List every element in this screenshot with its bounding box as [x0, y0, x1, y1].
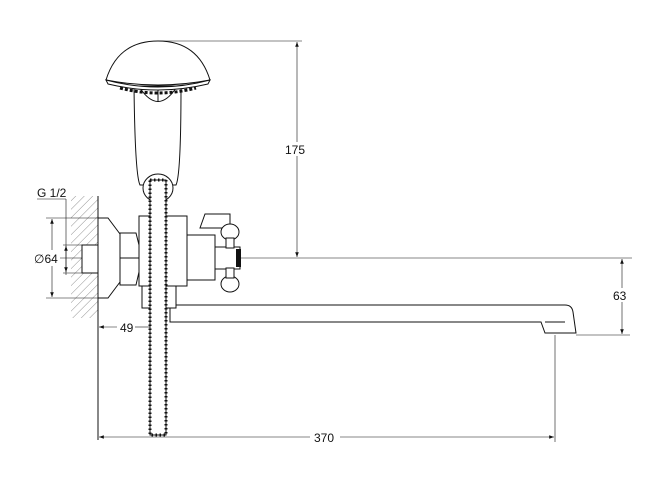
- shower-height-label: 175: [285, 143, 305, 157]
- wall-offset-label: 49: [120, 321, 134, 335]
- flange-diameter-label: ∅64: [34, 252, 58, 266]
- pipe-stub: [81, 244, 99, 274]
- shower-hose: [148, 178, 168, 437]
- dimension-shower-height: 175: [158, 40, 310, 257]
- dimension-flange-diameter: ∅64: [34, 217, 108, 299]
- spout: [169, 304, 577, 334]
- dimension-spout-length: 370: [99, 335, 556, 445]
- nut: [119, 232, 140, 286]
- wall-flange: [97, 217, 121, 299]
- wall-section: [71, 196, 99, 440]
- thread-label: G 1/2: [37, 186, 67, 200]
- dimension-thread: G 1/2: [37, 186, 82, 275]
- shower-head: [105, 40, 211, 203]
- dimension-wall-offset: 49: [99, 321, 150, 335]
- cross-handle: [214, 223, 241, 293]
- spout-drop-label: 63: [613, 289, 627, 303]
- dimension-spout-drop: 63: [576, 259, 634, 336]
- spout-length-label: 370: [314, 431, 334, 445]
